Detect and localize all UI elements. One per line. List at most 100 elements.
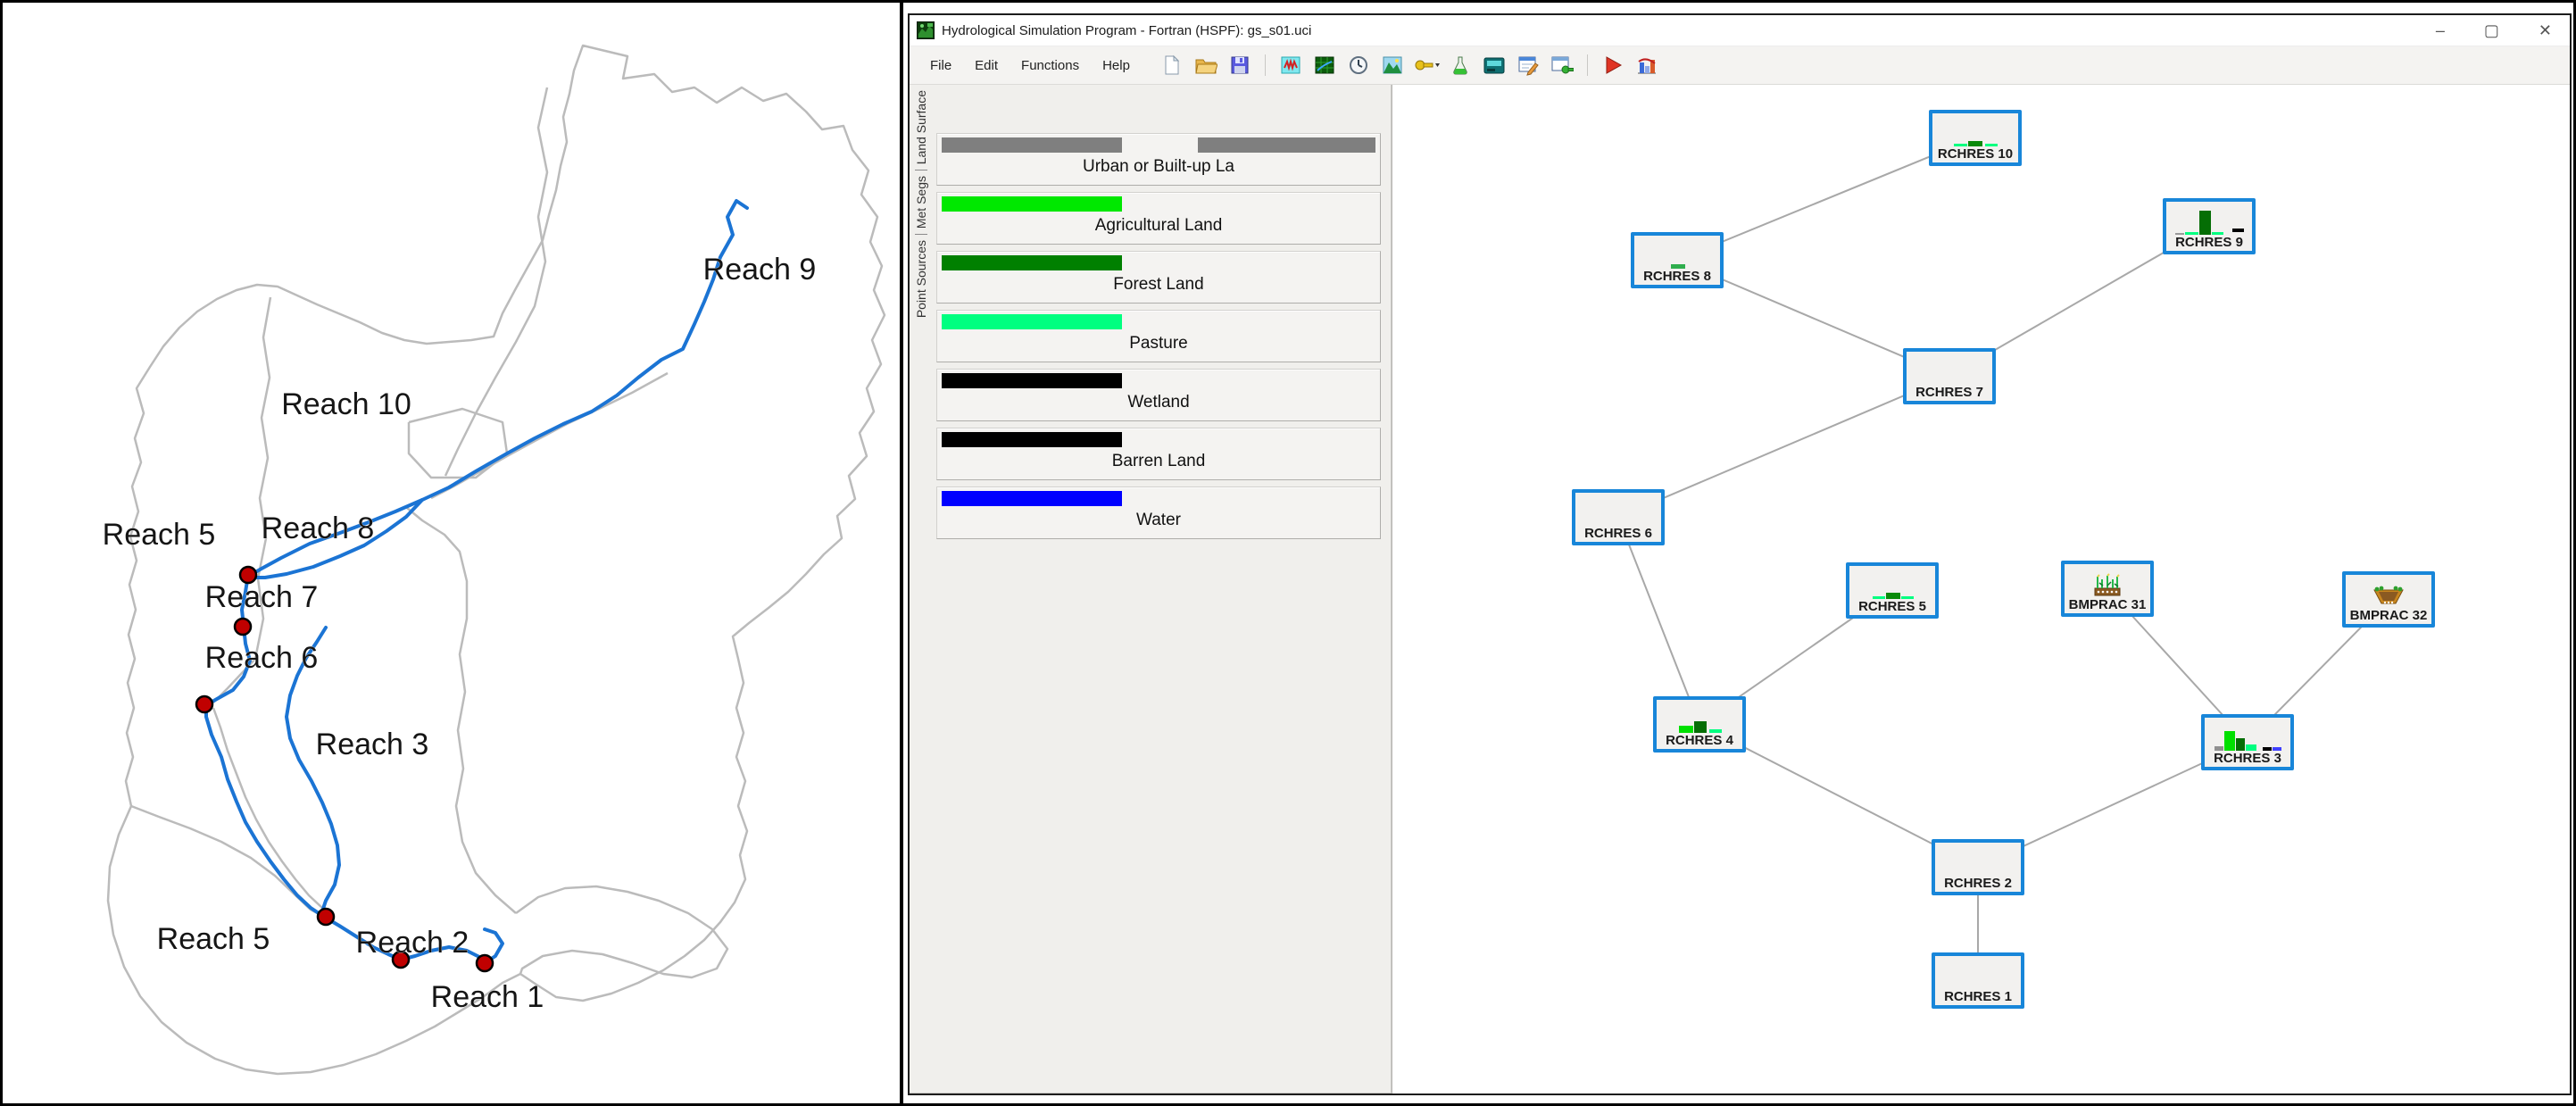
schematic-node-rchres-6[interactable]: RCHRES 6 <box>1572 489 1665 545</box>
legend-item[interactable]: Urban or Built-up La <box>936 133 1381 186</box>
node-label: RCHRES 1 <box>1944 989 2012 1004</box>
reach-label: Reach 7 <box>205 580 319 614</box>
schematic-edge <box>1676 137 1976 262</box>
legend-color-bar <box>942 373 1122 388</box>
legend-item-label: Pasture <box>1129 334 1188 353</box>
junction-dot <box>233 617 253 636</box>
node-label: RCHRES 8 <box>1643 269 1711 284</box>
legend-item[interactable]: Wetland <box>936 369 1381 421</box>
node-landuse-chart <box>1907 356 1992 385</box>
legend-color-bar <box>942 137 1122 153</box>
run-control-icon[interactable] <box>1548 52 1576 79</box>
legend-item-label: Wetland <box>1127 393 1190 412</box>
legend-item[interactable]: Forest Land <box>936 251 1381 304</box>
new-file-icon[interactable] <box>1158 52 1186 79</box>
watershed-schematic: RCHRES 10 RCHRES 9 RCHRES 8 RCHRES 7 RCHRES … <box>1392 85 2570 1094</box>
legend-color-bar <box>1198 137 1375 153</box>
schematic-node-rchres-2[interactable]: RCHRES 2 <box>1932 839 2024 895</box>
edit-tables-icon[interactable] <box>1514 52 1542 79</box>
device-icon[interactable] <box>1480 52 1508 79</box>
reach-labels: Reach 9 Reach 10 Reach 5 Reach 8 Reach 7 Reac… <box>102 253 817 1015</box>
panel-divider <box>900 3 903 1103</box>
bmp-plant-icon <box>2065 569 2150 597</box>
schematic-node-rchres-8[interactable]: RCHRES 8 <box>1631 232 1724 288</box>
menu-bar: File Edit Functions Help <box>910 46 2570 85</box>
open-file-icon[interactable] <box>1192 52 1220 79</box>
app-icon <box>917 21 935 39</box>
menu-help[interactable]: Help <box>1102 57 1130 73</box>
node-label: RCHRES 9 <box>2175 235 2243 250</box>
legend-item-label: Forest Land <box>1113 275 1204 294</box>
close-button[interactable]: ✕ <box>2538 21 2552 39</box>
node-landuse-chart <box>1575 497 1661 526</box>
wdm-icon[interactable] <box>1276 52 1305 79</box>
legend-item[interactable]: Agricultural Land <box>936 192 1381 245</box>
schematic-node-rchres-4[interactable]: RCHRES 4 <box>1653 696 1746 753</box>
schematic-node-bmprac-31[interactable]: BMPRAC 31 <box>2061 561 2154 617</box>
reach-label: Reach 8 <box>262 511 375 545</box>
title-bar: Hydrological Simulation Program - Fortra… <box>910 15 2570 46</box>
node-label: BMPRAC 32 <box>2349 608 2428 623</box>
legend-item[interactable]: Pasture <box>936 310 1381 362</box>
legend-color-bar <box>942 314 1122 329</box>
schematic-node-rchres-5[interactable]: RCHRES 5 <box>1846 562 1939 619</box>
map-grid-icon[interactable] <box>1310 52 1339 79</box>
menu-edit[interactable]: Edit <box>975 57 999 73</box>
output-chart-icon[interactable] <box>1633 52 1661 79</box>
reach-label: Reach 2 <box>356 926 469 960</box>
menu-file[interactable]: File <box>930 57 952 73</box>
node-label: RCHRES 6 <box>1584 526 1652 541</box>
schematic-edge <box>1617 517 1700 725</box>
window-title: Hydrological Simulation Program - Fortra… <box>942 22 1312 38</box>
schematic-node-rchres-3[interactable]: RCHRES 3 <box>2201 714 2294 770</box>
node-landuse-chart <box>1935 960 2021 989</box>
window-controls: – ▢ ✕ <box>2436 22 2563 38</box>
legend-color-bar <box>942 491 1122 506</box>
reach-label: Reach 5 <box>103 518 216 552</box>
legend-item-label: Urban or Built-up La <box>1082 157 1235 176</box>
node-landuse-chart <box>1935 847 2021 876</box>
toolbar-separator <box>1586 54 1588 76</box>
run-icon[interactable] <box>1599 52 1627 79</box>
junction-dot <box>391 950 411 969</box>
node-landuse-chart <box>1634 240 1720 269</box>
legend-item[interactable]: Water <box>936 486 1381 539</box>
key-dropdown-icon[interactable] <box>1412 52 1441 79</box>
schematic-node-rchres-7[interactable]: RCHRES 7 <box>1903 348 1996 404</box>
save-icon[interactable] <box>1226 52 1254 79</box>
landscape-icon[interactable] <box>1378 52 1407 79</box>
legend-item-label: Barren Land <box>1111 452 1206 470</box>
junction-dot <box>195 694 214 714</box>
reach-label: Reach 9 <box>703 253 817 287</box>
node-label: RCHRES 5 <box>1858 599 1926 614</box>
toolbar <box>1158 52 1661 79</box>
node-landuse-chart <box>1849 570 1935 599</box>
bmp-basin-icon <box>2346 579 2431 608</box>
toolbar-separator <box>1264 54 1266 76</box>
schematic-node-bmprac-32[interactable]: BMPRAC 32 <box>2342 571 2435 628</box>
subbasin-boundaries <box>106 44 886 1076</box>
reach-label: Reach 1 <box>431 980 544 1014</box>
schematic-node-rchres-10[interactable]: RCHRES 10 <box>1929 110 2022 166</box>
tab-land-surface[interactable]: Land Surface <box>913 90 928 165</box>
watershed-map: Reach 9 Reach 10 Reach 5 Reach 8 Reach 7 Reac… <box>102 44 886 1076</box>
legend-item[interactable]: Barren Land <box>936 428 1381 480</box>
legend-color-bar <box>942 432 1122 447</box>
schematic-node-rchres-9[interactable]: RCHRES 9 <box>2163 198 2256 254</box>
schematic-node-rchres-1[interactable]: RCHRES 1 <box>1932 952 2024 1009</box>
node-label: RCHRES 4 <box>1666 733 1733 748</box>
tab-met-segs[interactable]: Met Segs <box>913 176 928 229</box>
maximize-button[interactable]: ▢ <box>2483 21 2499 39</box>
junction-dot <box>316 907 336 927</box>
time-icon[interactable] <box>1344 52 1373 79</box>
menu-functions[interactable]: Functions <box>1021 57 1080 73</box>
sample-icon[interactable] <box>1446 52 1475 79</box>
minimize-button[interactable]: – <box>2435 21 2445 39</box>
tab-point-sources[interactable]: Point Sources <box>913 240 928 319</box>
reach-label: Reach 10 <box>281 387 411 421</box>
